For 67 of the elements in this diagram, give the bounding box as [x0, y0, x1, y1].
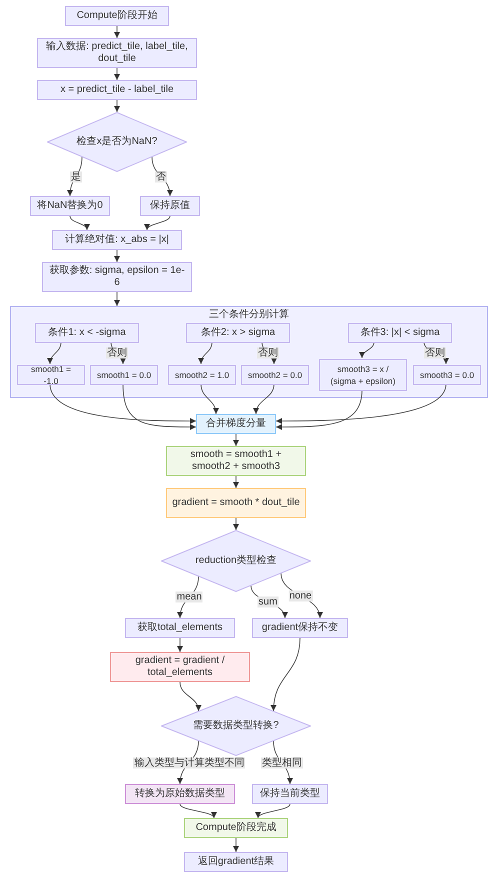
- edge-label: mean: [176, 592, 203, 603]
- arrow: [180, 804, 214, 818]
- arrow: [198, 342, 212, 364]
- group-box: [10, 306, 488, 398]
- edge-label: 是: [70, 171, 82, 182]
- arrow: [360, 342, 374, 358]
- decision-diamond: reduction类型检查: [161, 530, 311, 592]
- process-box: 获取参数: sigma, epsilon = 1e-6: [42, 262, 192, 292]
- arrow: [146, 216, 170, 230]
- process-box: smooth2 = 1.0: [168, 365, 236, 385]
- edge-label: 否则: [106, 348, 128, 358]
- arrow: [122, 384, 196, 430]
- process-box: smooth = smooth1 + smooth2 + smooth3: [166, 446, 306, 476]
- process-box: gradient = smooth * dout_tile: [166, 488, 306, 518]
- arrow: [114, 292, 120, 306]
- arrow: [177, 638, 183, 652]
- arrow: [270, 638, 300, 712]
- process-box: 计算绝对值: x_abs = |x|: [52, 230, 182, 250]
- arrow: [114, 26, 120, 38]
- process-box: smooth2 = 0.0: [241, 365, 309, 385]
- process-box: 保持原值: [140, 196, 200, 216]
- arrow: [257, 804, 290, 818]
- arrow: [276, 384, 446, 424]
- process-box: smooth3 = x / (sigma + epsilon): [319, 359, 407, 391]
- arrow: [233, 518, 239, 530]
- arrow: [70, 216, 89, 230]
- decision-diamond: 检查x是否为NaN?: [47, 112, 187, 172]
- process-box: 保持当前类型: [252, 784, 328, 804]
- process-box: x = predict_tile - label_tile: [37, 80, 197, 100]
- arrow: [48, 342, 62, 364]
- arrow: [233, 476, 239, 488]
- arrow: [114, 250, 120, 262]
- arrow: [114, 100, 120, 112]
- edge-label: 否则: [424, 348, 446, 358]
- edge-label: 否: [155, 171, 167, 182]
- arrow: [233, 838, 239, 852]
- process-box: gradient保持不变: [252, 618, 348, 638]
- edge-label: sum: [258, 596, 278, 608]
- edge-label: 类型相同: [260, 757, 303, 768]
- process-box: 条件1: x < -sigma: [35, 323, 139, 343]
- process-box: 条件2: x > sigma: [186, 323, 290, 343]
- decision-diamond: 需要数据类型转换?: [161, 696, 311, 756]
- process-box: 返回gradient结果: [184, 852, 288, 872]
- process-box: smooth3 = 0.0: [413, 365, 481, 385]
- edge-label: none: [288, 590, 313, 602]
- process-box: Compute阶段完成: [184, 818, 288, 838]
- process-box: gradient = gradient / total_elements: [110, 652, 250, 682]
- process-box: smooth1 = -1.0: [17, 365, 85, 385]
- arrow: [254, 384, 274, 414]
- process-box: 合并梯度分量: [196, 414, 276, 434]
- group-title: 三个条件分别计算: [209, 309, 289, 321]
- arrow: [276, 390, 362, 430]
- process-box: 将NaN替换为0: [30, 196, 110, 216]
- process-box: 条件3: |x| < sigma: [348, 323, 452, 343]
- process-box: Compute阶段开始: [65, 6, 169, 26]
- arrow: [233, 434, 239, 446]
- process-box: smooth1 = 0.0: [90, 365, 158, 385]
- arrow: [152, 156, 173, 196]
- edge-label: 输入类型与计算类型不同: [133, 757, 246, 768]
- process-box: 输入数据: predict_tile, label_tile, dout_tile: [37, 38, 197, 68]
- process-box: 获取total_elements: [125, 618, 235, 638]
- arrow: [180, 682, 201, 712]
- arrow: [200, 384, 218, 414]
- edge-label: 否则: [257, 348, 279, 358]
- arrow: [50, 384, 196, 424]
- process-box: 转换为原始数据类型: [125, 784, 235, 804]
- arrow: [114, 68, 120, 80]
